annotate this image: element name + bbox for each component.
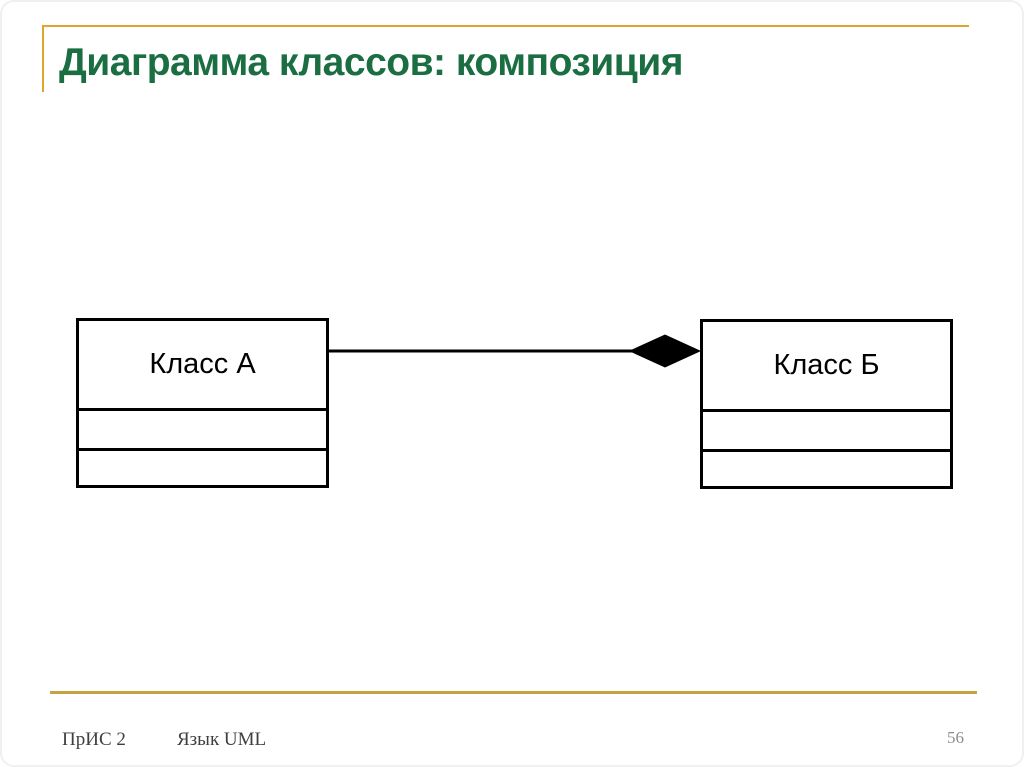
class-a-name-compartment: Класс А (149, 348, 256, 380)
title-accent-border (42, 25, 969, 92)
composition-connector (329, 334, 700, 368)
uml-class-box-a: Класс А (76, 318, 329, 488)
composition-diamond-icon (628, 334, 700, 368)
page-number: 56 (947, 728, 964, 747)
uml-class-box-b: Класс Б (700, 319, 953, 489)
class-b-operations-compartment (703, 449, 950, 486)
class-a-operations-compartment (79, 448, 326, 485)
class-a-attributes-compartment (79, 408, 326, 448)
footer-course-label: ПрИС 2 (62, 729, 126, 750)
footer-topic-label: Язык UML (177, 729, 267, 750)
class-b-attributes-compartment (703, 409, 950, 449)
slide-title: Диаграмма классов: композиция (59, 41, 683, 84)
class-b-name-compartment: Класс Б (773, 349, 880, 381)
footer-divider-line (50, 691, 977, 694)
